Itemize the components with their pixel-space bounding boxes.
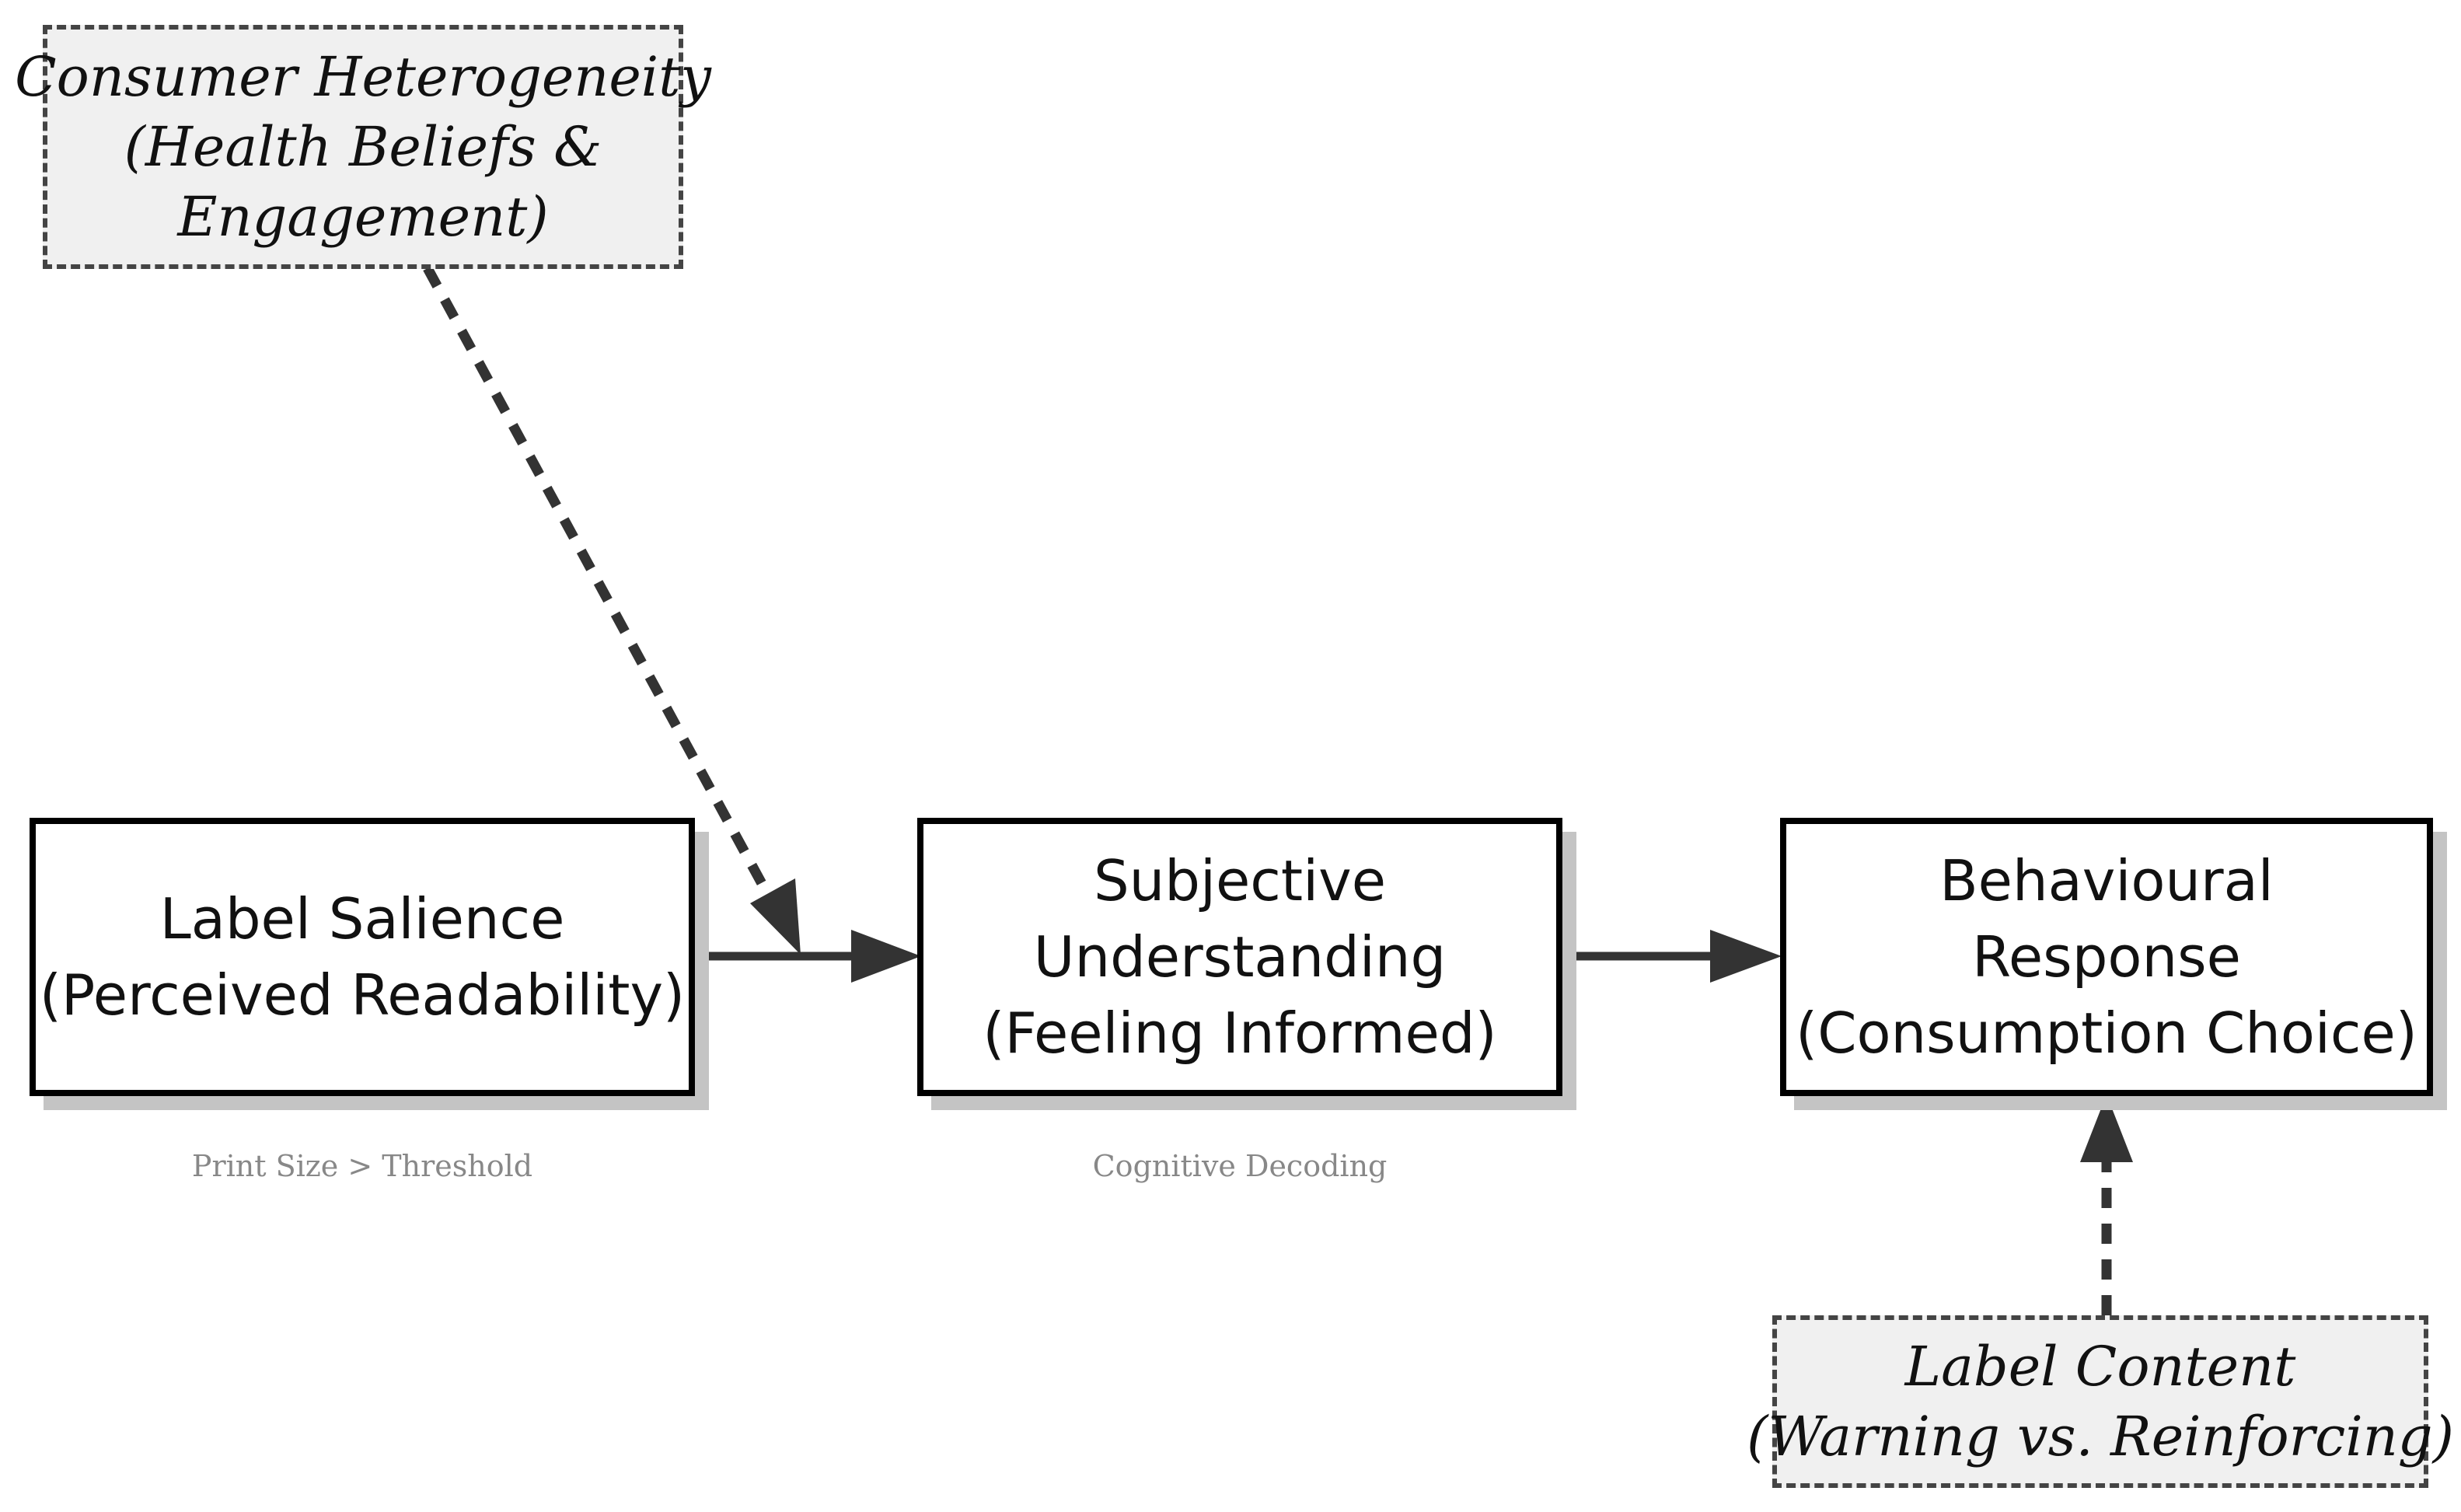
node-response-line-2: Response (1972, 924, 2241, 990)
node-response-line-3: (Consumption Choice) (1796, 1000, 2417, 1066)
moderator-heterogeneity-line-1: Consumer Heterogeneity (15, 45, 711, 109)
moderation-arrow-content (2080, 1095, 2133, 1315)
node-understanding-line-1: Subjective (1093, 848, 1387, 913)
caption-salience: Print Size > Threshold (191, 1149, 533, 1183)
node-understanding-line-3: (Feeling Informed) (983, 1000, 1497, 1066)
arrow-salience-to-understanding (693, 930, 921, 983)
node-understanding-line-2: Understanding (1033, 924, 1447, 990)
moderator-content-line-2: (Warning vs. Reinforcing) (1747, 1405, 2454, 1468)
arrow-understanding-to-response (1562, 930, 1782, 983)
node-subjective-understanding: Subjective Understanding (Feeling Inform… (917, 818, 1562, 1096)
moderator-content-line-1: Label Content (1904, 1335, 2296, 1399)
node-response-line-1: Behavioural (1939, 848, 2274, 913)
moderation-arrow-heterogeneity (423, 265, 801, 955)
node-label-salience: Label Salience (Perceived Readability) (30, 818, 695, 1096)
node-behavioural-response: Behavioural Response (Consumption Choice… (1780, 818, 2433, 1096)
moderator-heterogeneity-line-3: Engagement) (177, 185, 549, 249)
moderator-label-content: Label Content (Warning vs. Reinforcing) (1747, 1315, 2454, 1488)
node-label-salience-subtitle: (Perceived Readability) (39, 962, 686, 1028)
moderator-heterogeneity-line-2: (Health Beliefs & (124, 115, 602, 179)
moderator-consumer-heterogeneity: Consumer Heterogeneity (Health Beliefs &… (15, 25, 711, 269)
caption-understanding: Cognitive Decoding (1092, 1149, 1388, 1183)
node-label-salience-title: Label Salience (159, 886, 565, 952)
